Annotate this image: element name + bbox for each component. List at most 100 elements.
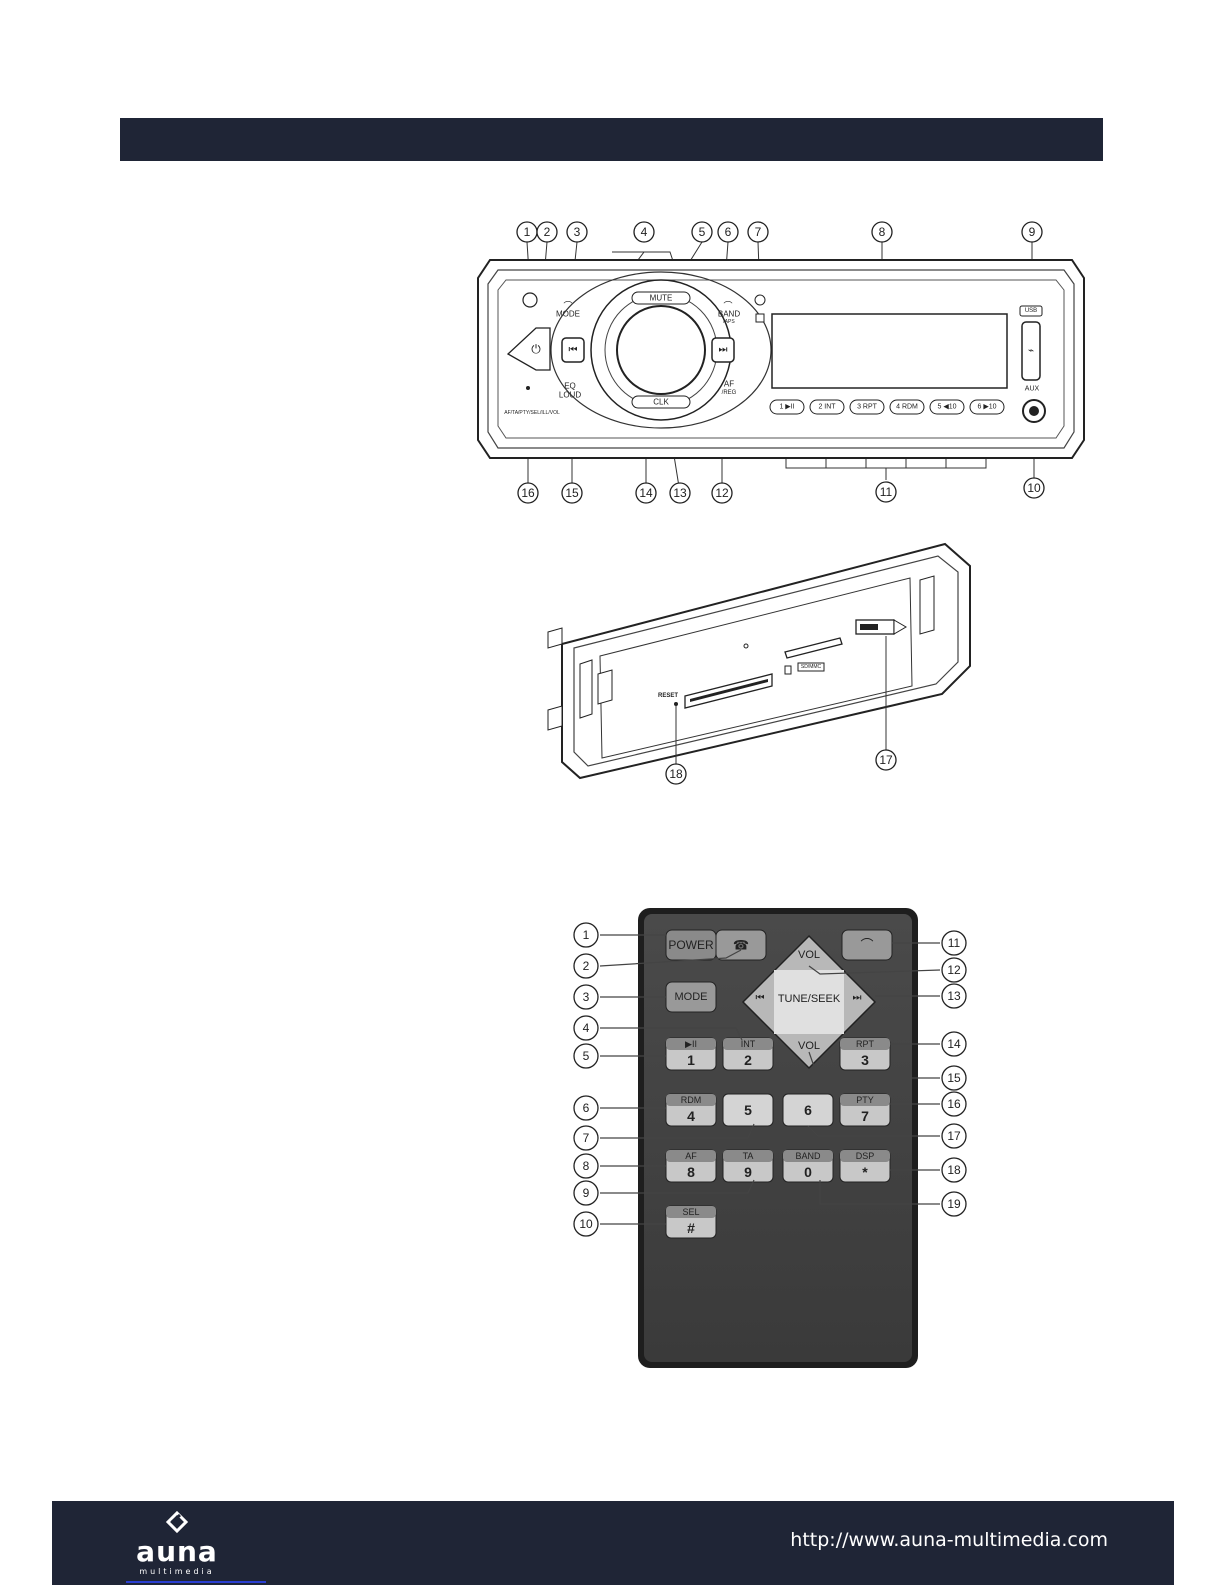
svg-text:15: 15 <box>565 486 579 500</box>
key-8[interactable]: 8 <box>687 1164 695 1180</box>
aux-label: AUX <box>1025 386 1040 393</box>
usb-label: USB <box>1025 308 1037 314</box>
key-0[interactable]: 0 <box>804 1164 812 1180</box>
next-icon[interactable]: ⏭ <box>853 993 862 1004</box>
svg-text:2: 2 <box>544 225 551 239</box>
header-bar <box>120 118 1103 161</box>
reset-label: RESET <box>658 693 678 699</box>
vol-down-button[interactable]: VOL <box>798 1040 820 1052</box>
svg-text:14: 14 <box>947 1037 961 1051</box>
front-panel-figure: ⏻ AF/TA/PTY/SEL/ILL/VOL ⌒ MODE EQ LOUD M… <box>472 218 1092 518</box>
svg-text:17: 17 <box>879 753 893 767</box>
call-answer-icon[interactable]: ☎ <box>733 938 749 953</box>
svg-text:12: 12 <box>947 963 961 977</box>
preset-buttons: 1 ▶II 2 INT 3 RPT 4 RDM 5 ◀10 6 ▶10 <box>769 399 1005 415</box>
svg-text:⌁: ⌁ <box>1028 346 1034 357</box>
key-4[interactable]: 4 <box>687 1108 695 1124</box>
loud-label: LOUD <box>559 391 581 400</box>
key-7[interactable]: 7 <box>861 1108 869 1124</box>
keypad: ▶II 1 INT 2 RPT 3 RDM 4 5 6 PTY 7 AF 8 T… <box>665 1037 891 1239</box>
band-label: BAND <box>718 310 740 319</box>
key-2[interactable]: 2 <box>744 1052 752 1068</box>
svg-text:11: 11 <box>948 936 961 950</box>
clk-label: CLK <box>653 398 669 407</box>
footer-underline <box>126 1581 266 1583</box>
svg-text:⏭: ⏭ <box>719 345 728 356</box>
key-1[interactable]: 1 <box>687 1052 695 1068</box>
svg-text:8: 8 <box>879 225 886 239</box>
svg-text:8: 8 <box>583 1159 590 1173</box>
svg-text:18: 18 <box>669 767 683 781</box>
svg-text:13: 13 <box>947 989 961 1003</box>
key-0-top: BAND <box>795 1151 821 1161</box>
svg-text:⌒: ⌒ <box>563 301 572 311</box>
preset-4[interactable]: 4 RDM <box>896 404 918 411</box>
svg-text:10: 10 <box>579 1217 593 1231</box>
rear-callouts: 18 17 <box>665 749 897 785</box>
key-1-top: ▶II <box>685 1039 697 1049</box>
power-button[interactable]: POWER <box>668 938 714 952</box>
prev-icon[interactable]: ⏮ <box>756 993 765 1004</box>
sd-label: SD/MMC <box>801 664 822 670</box>
svg-text:9: 9 <box>1029 225 1036 239</box>
svg-text:7: 7 <box>583 1131 590 1145</box>
preset-3[interactable]: 3 RPT <box>857 404 878 411</box>
logo-mark-icon <box>165 1511 189 1534</box>
vol-up-button[interactable]: VOL <box>798 949 820 961</box>
preset-6[interactable]: 6 ▶10 <box>977 404 996 411</box>
svg-text:⌒: ⌒ <box>723 301 732 311</box>
svg-text:1: 1 <box>524 225 531 239</box>
key-3[interactable]: 3 <box>861 1052 869 1068</box>
svg-text:4: 4 <box>583 1021 590 1035</box>
key-3-top: RPT <box>856 1039 875 1049</box>
brand-name: auna <box>136 1535 218 1568</box>
auna-logo: auna multimedia <box>122 1511 232 1581</box>
key-hash[interactable]: # <box>687 1220 695 1236</box>
eq-label: EQ <box>564 382 576 391</box>
svg-text:5: 5 <box>583 1049 590 1063</box>
svg-text:15: 15 <box>947 1071 961 1085</box>
svg-text:5: 5 <box>699 225 706 239</box>
side-text: AF/TA/PTY/SEL/ILL/VOL <box>504 410 560 416</box>
brand-sub: multimedia <box>139 1567 215 1576</box>
rear-panel-figure: SD/MMC RESET 18 17 <box>540 536 980 796</box>
key-star[interactable]: * <box>862 1164 868 1180</box>
mode-label: MODE <box>556 310 580 319</box>
preset-1[interactable]: 1 ▶II <box>779 404 794 411</box>
call-end-icon[interactable]: ⌒ <box>860 938 873 953</box>
svg-text:6: 6 <box>583 1101 590 1115</box>
svg-text:12: 12 <box>715 486 729 500</box>
svg-text:16: 16 <box>947 1097 961 1111</box>
svg-text:19: 19 <box>947 1197 961 1211</box>
front-callouts-top: 1 2 3 4 5 6 7 8 9 <box>516 221 1043 243</box>
svg-text:17: 17 <box>947 1129 961 1143</box>
svg-text:10: 10 <box>1027 481 1041 495</box>
key-star-top: DSP <box>856 1151 875 1161</box>
svg-text:4: 4 <box>641 225 648 239</box>
remote-figure: POWER ☎ ⌒ MODE VOL VOL TUNE/SEEK ⏮ ⏭ ▶II… <box>570 908 1010 1380</box>
svg-text:13: 13 <box>673 486 687 500</box>
svg-text:3: 3 <box>583 990 590 1004</box>
mode-button[interactable]: MODE <box>675 991 708 1003</box>
footer-url-link[interactable]: http://www.auna-multimedia.com <box>790 1529 1108 1551</box>
key-7-top: PTY <box>856 1095 874 1105</box>
front-callouts-bottom: 16 15 14 13 12 11 10 <box>517 477 1045 504</box>
svg-text:16: 16 <box>521 486 535 500</box>
remote-callouts-left: 1 2 3 4 5 6 7 8 9 10 <box>573 922 599 1237</box>
key-5[interactable]: 5 <box>744 1102 752 1118</box>
svg-text:6: 6 <box>725 225 732 239</box>
preset-2[interactable]: 2 INT <box>818 404 836 411</box>
key-4-top: RDM <box>681 1095 702 1105</box>
preset-5[interactable]: 5 ◀10 <box>937 404 956 411</box>
mute-label: MUTE <box>650 294 673 303</box>
tune-seek-button[interactable]: TUNE/SEEK <box>778 993 841 1005</box>
key-hash-top: SEL <box>682 1207 699 1217</box>
key-9[interactable]: 9 <box>744 1164 752 1180</box>
key-9-top: TA <box>743 1151 754 1161</box>
key-6[interactable]: 6 <box>804 1102 812 1118</box>
reg-label: /REG <box>722 390 737 396</box>
svg-text:9: 9 <box>583 1186 590 1200</box>
svg-text:⏮: ⏮ <box>569 345 578 356</box>
svg-text:11: 11 <box>880 485 893 499</box>
footer-bar: auna multimedia http://www.auna-multimed… <box>52 1501 1174 1585</box>
